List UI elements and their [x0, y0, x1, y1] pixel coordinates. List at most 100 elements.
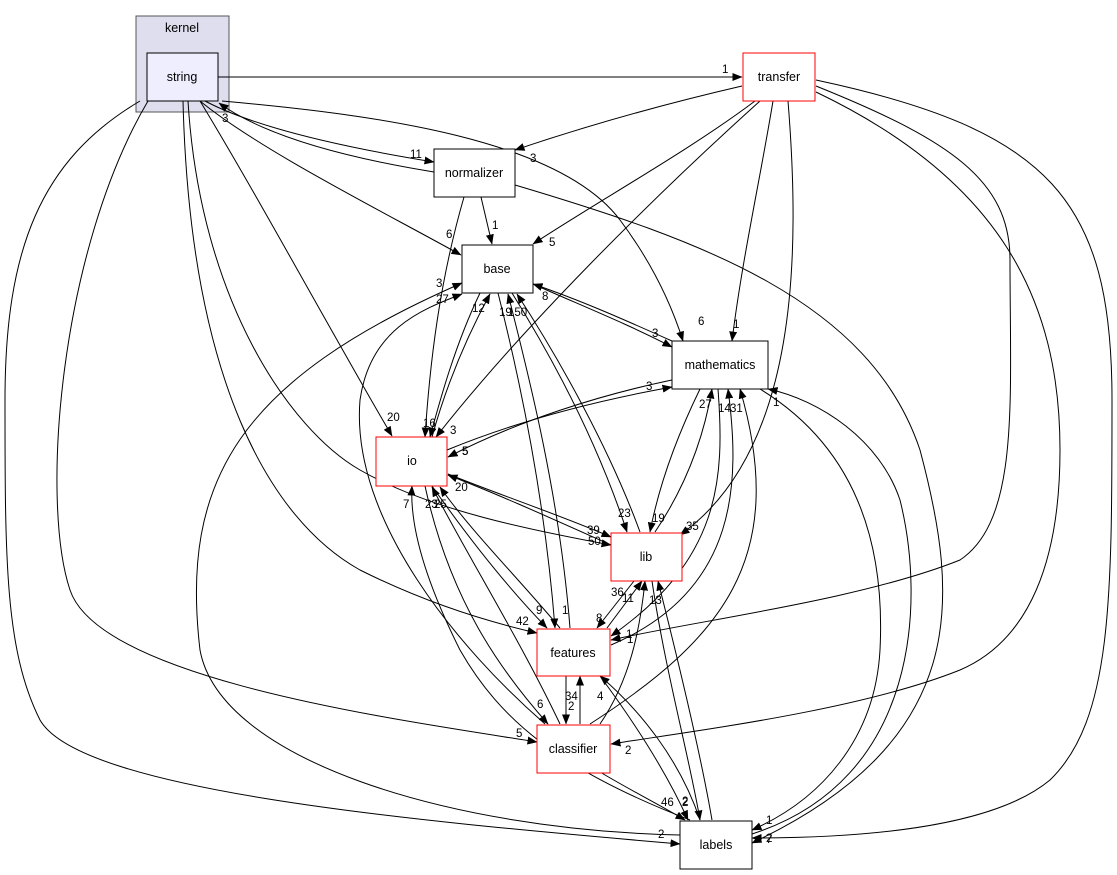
edge-base-features: 1 [497, 292, 568, 629]
edge-features-base: 19 [499, 293, 571, 629]
edge-lib-features: 8 [596, 580, 635, 629]
edge-classifier-lib: 11 [599, 580, 649, 725]
edge-classifier-base: 27 [358, 293, 546, 725]
edge-classifier-features: 34 [565, 675, 584, 724]
node-label: features [550, 646, 595, 660]
edge-label: 5 [549, 237, 555, 249]
edge-label: 19 [499, 307, 512, 319]
edge-io-mathematics: 3 [446, 381, 673, 451]
edge-transfer-lib: 35 [679, 100, 794, 536]
edge-label: 5 [462, 446, 468, 458]
edge-label: 5 [462, 446, 468, 458]
edge-io-features: 9 [431, 485, 548, 629]
edge-transfer-classifier: 2 [610, 91, 1061, 757]
edge-labels-features: 4 [597, 675, 701, 821]
edge-label: 23 [425, 499, 438, 511]
edge-label: 1 [492, 220, 498, 232]
edge-label: 1 [562, 605, 568, 617]
node-mathematics[interactable]: mathematics [671, 340, 769, 390]
edge-transfer-labels: 2 [751, 79, 1113, 845]
edge-mathematics-base: 8 [532, 283, 673, 342]
edge-transfer-io: 3 [435, 100, 761, 438]
edge-transfer-normalizer: 3 [514, 85, 743, 165]
node-normalizer[interactable]: normalizer [433, 148, 516, 198]
edge-label: 1 [733, 319, 739, 331]
edge-label: 27 [436, 294, 449, 306]
edge-label: 2 [658, 829, 664, 841]
node-labels[interactable]: labels [679, 820, 753, 870]
edge-label: 6 [537, 699, 543, 711]
edge-transfer-base: 5 [532, 100, 756, 249]
edge-label: 2 [568, 701, 574, 713]
edge-label: 12 [472, 303, 485, 315]
edge-label: 35 [686, 521, 699, 533]
edge-label: 6 [446, 229, 452, 241]
node-label: transfer [758, 70, 800, 84]
edge-label: 3 [530, 153, 536, 165]
edge-labels-base: 3 [195, 278, 681, 836]
edge-labels-io: 7 [403, 485, 691, 821]
edge-base-lib: 23 [511, 292, 631, 533]
edge-label: 27 [699, 399, 712, 411]
edge-label: 46 [661, 797, 674, 809]
edge-label: 6 [698, 316, 704, 328]
node-label: normalizer [445, 166, 503, 180]
node-features[interactable]: features [536, 628, 611, 677]
node-label: io [407, 454, 417, 468]
edge-label: 2 [682, 796, 688, 808]
edge-features-lib: 36 [606, 580, 643, 629]
edge-transfer-features: 1 [610, 85, 1012, 646]
edge-label: 13 [649, 595, 662, 607]
edge-classifier-io: 23 [425, 486, 561, 725]
node-io[interactable]: io [375, 436, 448, 487]
edge-label: 11 [622, 593, 634, 605]
edge-base-mathematics: 3 [532, 283, 673, 348]
edge-label: 3 [646, 381, 652, 393]
edge-label: 34 [565, 691, 578, 703]
edge-string-features: 42 [182, 100, 538, 635]
edge-label: 1 [626, 629, 632, 641]
edge-label: 1 [773, 397, 779, 409]
edge-label: 3 [436, 278, 442, 290]
edge-lib-mathematics: 27 [654, 388, 715, 533]
edge-label: 9 [536, 605, 542, 617]
node-transfer[interactable]: transfer [742, 52, 816, 102]
edge-label: 23 [618, 508, 631, 520]
edge-lib-io: 20 [447, 474, 612, 546]
edge-io-lib: 39 [447, 473, 612, 538]
node-string[interactable]: string [146, 52, 219, 102]
edge-io-base: 12 [431, 293, 491, 438]
edge-classifier-labels: 46 [599, 771, 686, 821]
edge-normalizer-labels: 7 [514, 184, 944, 846]
edge-label: 36 [611, 587, 624, 599]
node-base[interactable]: base [461, 244, 534, 294]
edge-label: 2 [625, 745, 631, 757]
edge-mathematics-features: 1 [610, 388, 721, 641]
edge-label: 2 [682, 797, 688, 809]
edge-string-mathematics: 6 [221, 100, 704, 342]
edge-label: 1 [722, 64, 728, 76]
edge-labels-lib: 13 [649, 580, 713, 821]
node-label: string [167, 70, 198, 84]
edge-string-classifier: 5 [56, 100, 538, 745]
edge-label: 11 [410, 149, 422, 161]
edges: 1 11 3 6 6 20 50 42 [4, 64, 1113, 848]
edge-label: 8 [596, 613, 602, 625]
edge-features-classifier: 2 [562, 676, 574, 725]
edge-label: 3 [222, 113, 228, 125]
node-lib[interactable]: lib [610, 532, 683, 582]
edge-normalizer-base: 1 [480, 196, 498, 245]
edge-label: 7 [403, 499, 409, 511]
nodes: string transfer normalizer base mathemat… [146, 52, 816, 870]
edge-label: 2 [766, 833, 772, 845]
edge-label: 7 [766, 834, 772, 846]
edge-classifier-mathematics: 31 [589, 388, 757, 725]
node-label: base [483, 262, 510, 276]
edge-label: 14 [718, 403, 731, 415]
edge-lib-labels: 2 [651, 580, 703, 821]
edge-string-labels: 2 [4, 100, 681, 848]
node-classifier[interactable]: classifier [536, 724, 611, 774]
edge-base-io: 5 [428, 292, 481, 458]
edge-label: 5 [516, 728, 522, 740]
